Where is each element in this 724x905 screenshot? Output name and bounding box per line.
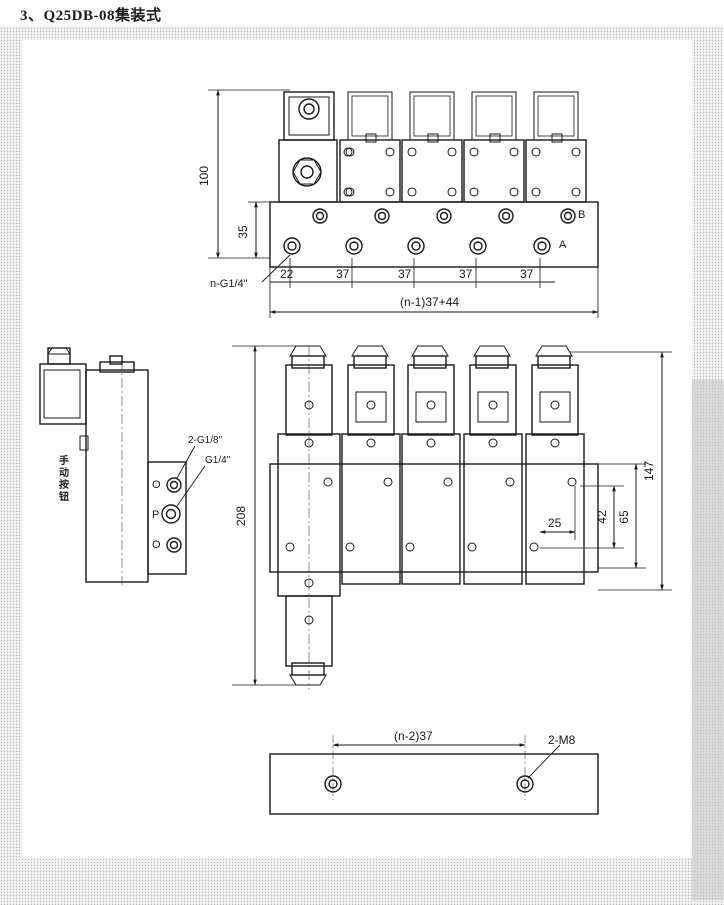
base-holes-label: 2-M8	[548, 733, 576, 747]
dim-35: 35	[236, 225, 250, 239]
valve-body	[463, 433, 523, 585]
dim-22: 22	[280, 267, 294, 281]
dim-25: 25	[548, 516, 562, 530]
port-b-label: B	[578, 209, 585, 221]
port-p-label: P	[152, 509, 159, 521]
thread-label-top: n-G1/4"	[210, 278, 248, 290]
dim-147: 147	[642, 461, 656, 481]
dim-208: 208	[234, 506, 248, 526]
base-plate	[269, 735, 599, 815]
dim-65: 65	[617, 510, 631, 524]
valve-body	[341, 433, 401, 585]
dim-37c: 37	[459, 267, 473, 281]
port-a-label: A	[559, 239, 567, 251]
valve-body	[525, 433, 585, 585]
top-view	[208, 89, 599, 318]
dim-37d: 37	[520, 267, 534, 281]
valve-body	[401, 433, 461, 585]
manual-button-label: 手动按钮	[57, 454, 70, 503]
dim-37b: 37	[398, 267, 412, 281]
base-pitch-label: (n-2)37	[394, 729, 433, 743]
dim-total: (n-1)37+44	[400, 295, 459, 309]
drawing-frame	[0, 26, 724, 905]
dim-42: 42	[595, 510, 609, 524]
thread-large-label: G1/4"	[205, 455, 231, 466]
page-title: 3、Q25DB-08集装式	[20, 8, 162, 24]
dim-100: 100	[197, 166, 211, 186]
port-o2-label: O	[152, 539, 161, 551]
thread-small-label: 2-G1/8"	[188, 435, 223, 446]
front-view	[232, 345, 672, 690]
side-view	[39, 347, 206, 585]
dim-37a: 37	[336, 267, 350, 281]
port-o1-label: O	[152, 479, 161, 491]
